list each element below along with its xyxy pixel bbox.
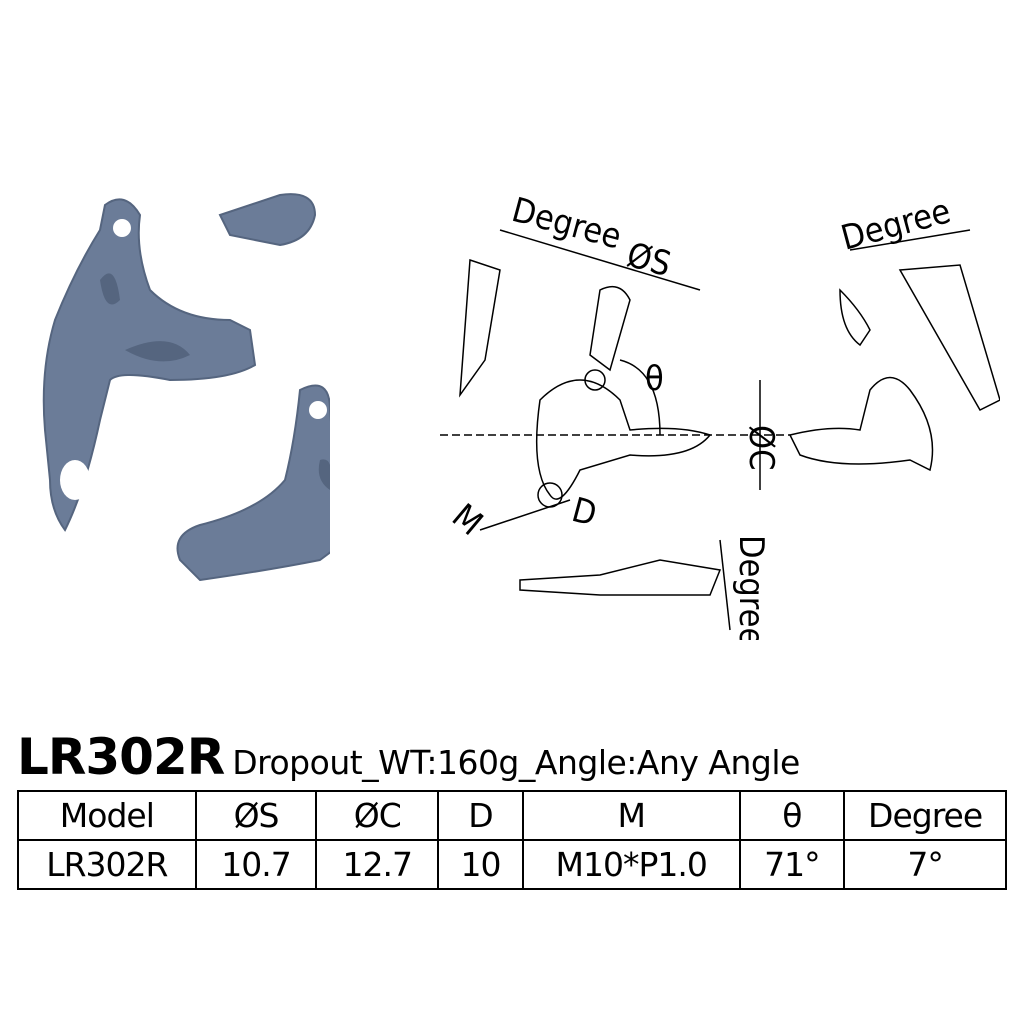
hanger-hole bbox=[113, 219, 131, 237]
header-theta: θ bbox=[738, 790, 846, 841]
dropout-product-photo bbox=[42, 193, 330, 582]
table-header-row: Model ØS ØC D M θ Degree bbox=[17, 790, 1007, 841]
axle-hole bbox=[60, 460, 90, 500]
header-diameter-c: ØC bbox=[315, 790, 440, 841]
cell-model: LR302R bbox=[17, 839, 197, 890]
header-m: M bbox=[521, 790, 741, 841]
label-diameter-c: ØC bbox=[741, 425, 781, 470]
label-degree-top-left: Degree bbox=[508, 190, 626, 257]
cell-theta: 71° bbox=[738, 839, 846, 890]
cell-m: M10*P1.0 bbox=[521, 839, 741, 890]
cell-degree: 7° bbox=[843, 839, 1007, 890]
label-d: D bbox=[568, 490, 601, 535]
header-d: D bbox=[437, 790, 524, 841]
label-m: M bbox=[444, 496, 490, 544]
table-row: LR302R 10.7 12.7 10 M10*P1.0 71° 7° bbox=[17, 839, 1007, 890]
label-diameter-s: ØS bbox=[623, 235, 675, 285]
dropout-left-part bbox=[42, 198, 257, 532]
label-degree-top-right: Degree bbox=[837, 191, 955, 258]
dropout-right-part bbox=[176, 384, 330, 582]
label-theta: θ bbox=[645, 359, 664, 399]
cell-d: 10 bbox=[437, 839, 524, 890]
cell-diameter-s: 10.7 bbox=[194, 839, 318, 890]
header-diameter-s: ØS bbox=[194, 790, 318, 841]
header-model: Model bbox=[17, 790, 197, 841]
cell-diameter-c: 12.7 bbox=[315, 839, 440, 890]
technical-drawing: Degree ØS θ ØC M D Degree Degree bbox=[440, 190, 1000, 640]
model-name: LR302R bbox=[17, 728, 225, 786]
spec-table: Model ØS ØC D M θ Degree LR302R 10.7 12.… bbox=[17, 790, 1007, 890]
header-degree: Degree bbox=[843, 790, 1007, 841]
label-degree-bottom: Degree bbox=[731, 535, 771, 640]
product-description: Dropout_WT:160g_Angle:Any Angle bbox=[232, 743, 800, 782]
hanger-insert-top bbox=[218, 193, 317, 247]
